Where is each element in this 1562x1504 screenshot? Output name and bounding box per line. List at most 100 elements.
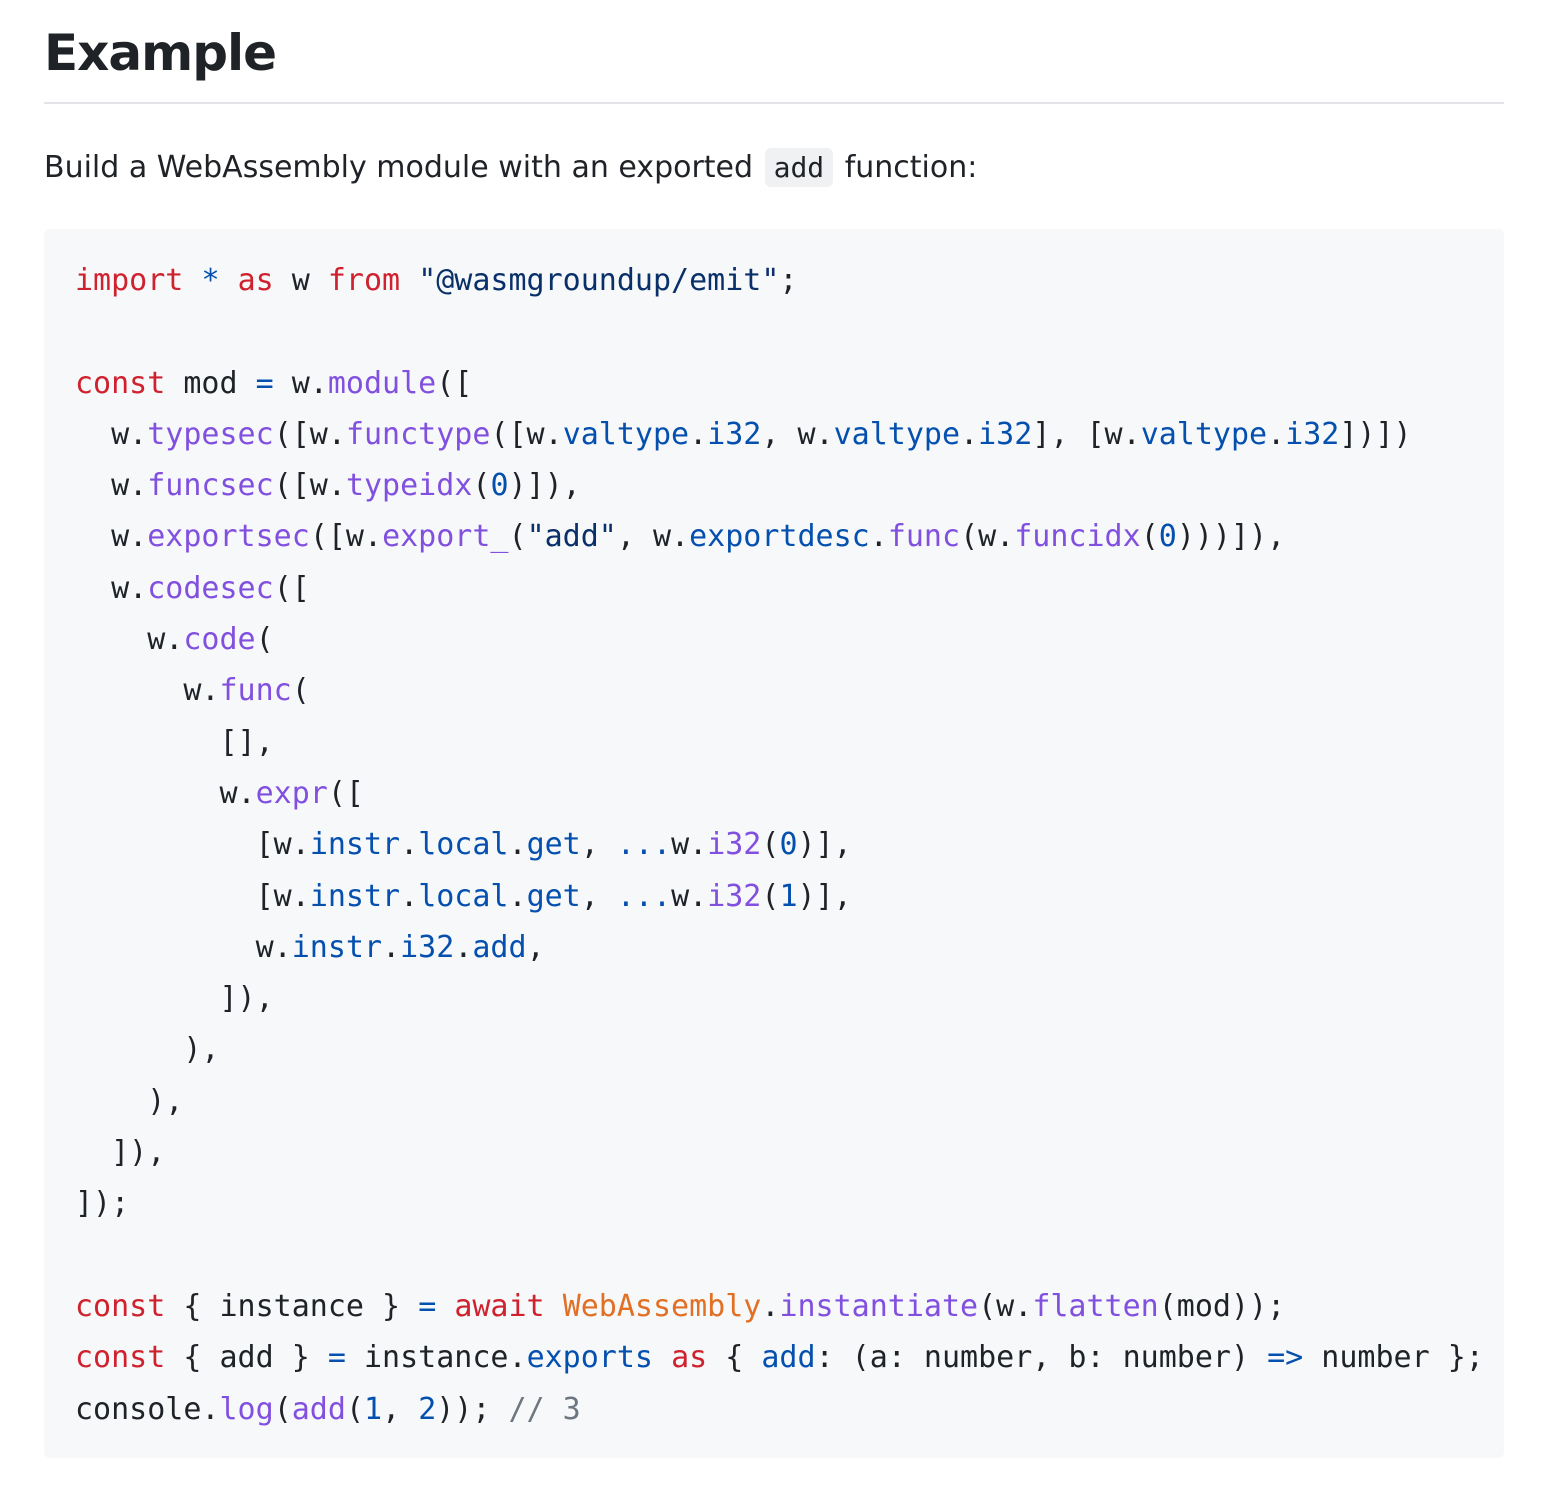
code-line: w.codesec([ xyxy=(75,571,310,606)
code-token-function: func xyxy=(219,673,292,709)
code-token-text: ([ xyxy=(273,570,310,606)
intro-paragraph: Build a WebAssembly module with an expor… xyxy=(44,143,977,193)
code-token-text: , xyxy=(580,827,617,863)
code-token-text xyxy=(220,263,238,298)
code-token-text: w. xyxy=(75,622,184,658)
code-token-string: "add" xyxy=(526,519,617,555)
code-token-text: , xyxy=(580,878,617,914)
code-token-keyword: as xyxy=(237,263,274,298)
code-token-text: . xyxy=(400,878,419,914)
code-token-text: )))]), xyxy=(1176,519,1286,555)
code-token-text: { add } xyxy=(165,1340,328,1376)
code-token-number: 1 xyxy=(364,1391,383,1427)
code-token-keyword: const xyxy=(75,365,166,401)
code-token-text: ]), xyxy=(75,1135,166,1171)
code-token-number: 0 xyxy=(779,827,798,863)
code-token-text: . xyxy=(400,827,419,863)
code-token-text: ([w. xyxy=(273,468,346,504)
code-line: w.exportsec([w.export_("add", w.exportde… xyxy=(75,519,1285,554)
code-token-function: funcsec xyxy=(147,468,274,504)
code-token-function: flatten xyxy=(1032,1288,1159,1324)
code-block[interactable]: import * as w from "@wasmgroundup/emit";… xyxy=(44,229,1504,1458)
code-token-text: , xyxy=(526,929,545,965)
code-line: w.typesec([w.functype([w.valtype.i32, w.… xyxy=(75,417,1412,452)
section-heading: Example xyxy=(44,24,277,82)
code-token-property: instr xyxy=(291,929,383,965)
code-line: ), xyxy=(75,1032,219,1067)
code-line: ), xyxy=(75,1084,183,1119)
code-line: w.code( xyxy=(75,622,273,658)
code-token-text: )], xyxy=(797,827,852,863)
code-token-text: ]), xyxy=(75,981,274,1017)
intro-text-after: function: xyxy=(835,150,978,185)
code-token-number: 2 xyxy=(418,1391,437,1427)
code-token-text xyxy=(436,1289,454,1324)
code-token-function: functype xyxy=(345,416,491,452)
code-token-text: ([w. xyxy=(490,416,563,452)
code-token-number: 0 xyxy=(490,468,509,504)
code-token-text xyxy=(400,263,418,298)
code-token-text: w. xyxy=(75,468,148,504)
code-token-number: 0 xyxy=(1158,519,1177,555)
code-token-operator: ... xyxy=(616,827,672,863)
code-token-text: )]), xyxy=(508,468,581,504)
code-token-function: funcidx xyxy=(1014,519,1141,555)
code-token-property: local xyxy=(418,878,509,914)
code-token-text: ( xyxy=(1140,519,1159,555)
code-token-keyword: as xyxy=(671,1340,708,1376)
code-line: import * as w from "@wasmgroundup/emit"; xyxy=(75,263,797,298)
code-token-text: w. xyxy=(273,365,328,401)
code-token-property: get xyxy=(526,827,581,863)
code-token-text: . xyxy=(508,878,527,914)
code-token-function: log xyxy=(219,1391,274,1427)
code-token-text: ( xyxy=(291,673,310,709)
code-token-function: typesec xyxy=(147,416,274,452)
code-content: import * as w from "@wasmgroundup/emit";… xyxy=(44,229,1504,1435)
code-token-function: expr xyxy=(255,775,328,811)
code-token-text: ( xyxy=(761,827,780,863)
code-token-text: (w. xyxy=(978,1288,1033,1324)
code-token-text: : (a: number, b: number) xyxy=(815,1340,1268,1376)
code-token-text: [w. xyxy=(75,827,310,863)
code-token-text: w. xyxy=(75,416,148,452)
code-token-function: instantiate xyxy=(779,1288,979,1324)
code-token-keyword: const xyxy=(75,1288,166,1324)
code-token-property: i32 xyxy=(707,416,762,452)
code-token-text: w. xyxy=(671,827,708,863)
code-token-text: ( xyxy=(508,519,527,555)
code-line: [w.instr.local.get, ...w.i32(0)], xyxy=(75,827,852,862)
code-token-text: ( xyxy=(345,1391,364,1427)
code-token-text xyxy=(183,263,201,298)
code-token-function: export_ xyxy=(382,519,509,555)
code-line: [w.instr.local.get, ...w.i32(1)], xyxy=(75,879,852,914)
code-token-operator: => xyxy=(1267,1340,1304,1376)
code-token-function: i32 xyxy=(707,878,762,914)
code-token-property: local xyxy=(418,827,509,863)
code-token-text: w. xyxy=(75,775,256,811)
code-token-text: . xyxy=(1267,416,1286,452)
code-token-text: ([w. xyxy=(309,519,383,555)
code-token-text: w. xyxy=(75,519,148,555)
code-token-function: i32 xyxy=(707,827,762,863)
code-token-text: { xyxy=(707,1340,762,1376)
code-token-text: instance. xyxy=(345,1340,527,1376)
code-token-property: instr xyxy=(309,827,401,863)
code-token-text xyxy=(490,1392,508,1427)
code-token-text: , xyxy=(382,1391,419,1427)
code-token-function: add xyxy=(291,1391,346,1427)
code-token-text: ; xyxy=(779,263,798,298)
code-token-text: . xyxy=(689,416,708,452)
code-token-property: exportdesc xyxy=(689,519,870,555)
code-token-property: i32 xyxy=(1285,416,1340,452)
code-line: const { add } = instance.exports as { ad… xyxy=(75,1340,1484,1375)
code-token-number: 1 xyxy=(779,878,798,914)
code-token-function: module xyxy=(327,365,437,401)
code-line: console.log(add(1, 2)); // 3 xyxy=(75,1392,581,1427)
code-token-function: codesec xyxy=(147,570,274,606)
code-line: w.func( xyxy=(75,673,310,709)
code-token-text: w. xyxy=(671,878,708,914)
code-token-function: typeidx xyxy=(345,468,473,504)
code-token-text: . xyxy=(761,1288,780,1324)
code-token-text: { instance } xyxy=(165,1288,419,1324)
code-token-text: ([ xyxy=(436,365,473,401)
